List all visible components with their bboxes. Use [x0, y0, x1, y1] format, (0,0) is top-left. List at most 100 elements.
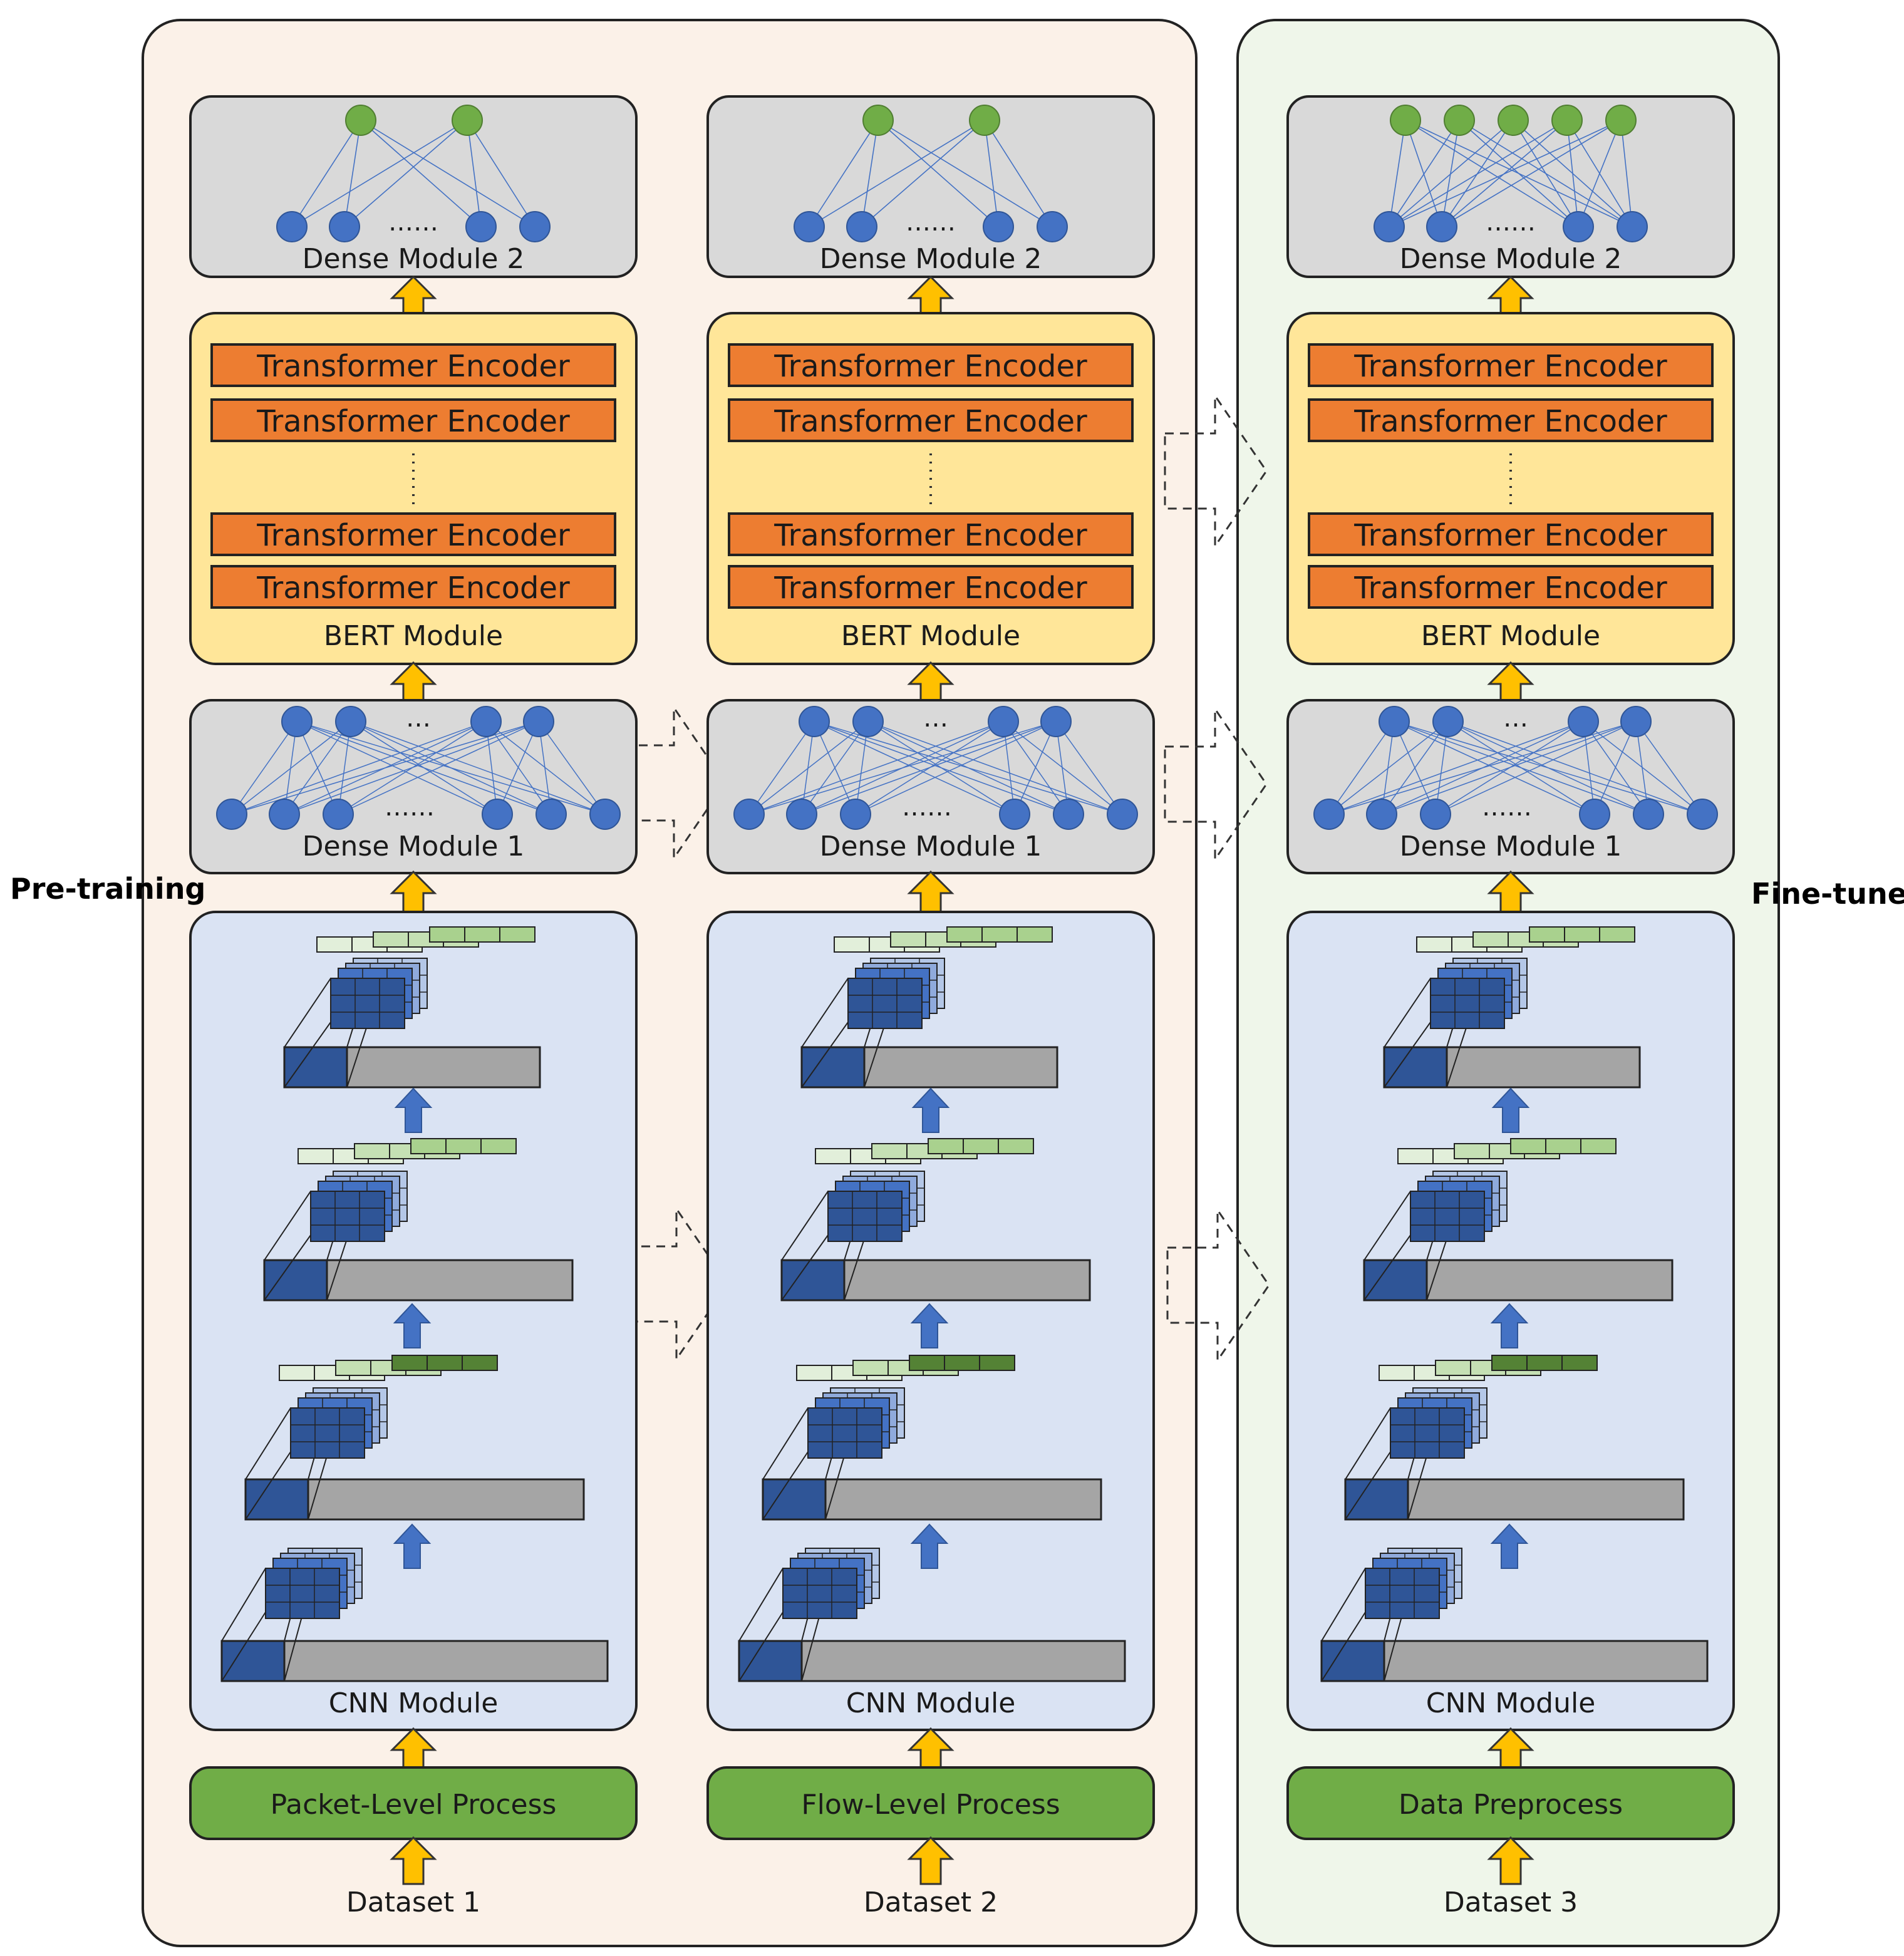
- connection-line: [1566, 120, 1633, 227]
- connection-line: [748, 721, 1004, 815]
- projection-line: [284, 978, 331, 1048]
- connection-line: [861, 120, 879, 227]
- up-arrow-icon: [907, 1836, 955, 1885]
- connection-line: [1513, 120, 1633, 227]
- transformer-encoder-1: Transformer Encoder: [773, 349, 1087, 384]
- cnn-module-label: CNN Module: [329, 1687, 499, 1719]
- transformer-encoder-2: Transformer Encoder: [773, 404, 1087, 439]
- connection-line: [231, 721, 487, 815]
- kernel-block: [800, 1046, 866, 1089]
- hidden-node: [519, 211, 551, 242]
- bert-module-label: BERT Module: [841, 620, 1020, 652]
- feature-strip-cell: [1529, 926, 1565, 943]
- connection-line: [1389, 120, 1406, 227]
- connection-line: [1389, 120, 1568, 227]
- feature-strip-cell: [335, 1360, 371, 1376]
- connection-line: [867, 721, 1123, 815]
- transformer-encoder-box: [728, 343, 1134, 387]
- connection-line: [984, 120, 1053, 227]
- ellipsis-glyph: ……: [385, 793, 435, 822]
- input-node: [999, 799, 1030, 830]
- input-node: [1107, 799, 1138, 830]
- ellipsis-glyph: ……: [1486, 208, 1536, 237]
- dense-module-2-label: Dense Module 2: [1400, 243, 1622, 275]
- projection-line: [326, 1234, 349, 1301]
- transformer-encoder-4: Transformer Encoder: [1353, 571, 1667, 606]
- feature-map-grid: [1365, 1568, 1440, 1619]
- projection-line: [1446, 1022, 1469, 1088]
- feature-map-grid: [330, 978, 405, 1029]
- connection-line: [350, 721, 552, 815]
- hidden-node: [1563, 211, 1594, 242]
- projection-line: [1426, 1234, 1449, 1301]
- transformer-encoder-1: Transformer Encoder: [256, 349, 570, 384]
- ellipsis-glyph: …: [406, 704, 431, 733]
- dense-module-1-label: Dense Module 1: [820, 831, 1042, 862]
- connection-line: [1405, 120, 1633, 227]
- connection-line: [1447, 721, 1703, 815]
- connection-line: [1328, 721, 1449, 815]
- input-node: [269, 799, 300, 830]
- feature-strip-cell: [1454, 1143, 1490, 1159]
- blue-up-arrow-icon: [393, 1303, 432, 1348]
- dense-module-1-label: Dense Module 1: [1400, 831, 1622, 862]
- feature-strip-cell: [1397, 1148, 1434, 1164]
- output-node: [1390, 105, 1421, 136]
- ellipsis-glyph: ……: [906, 208, 956, 237]
- column-dataset-2: ……………Dense Module 2 Transformer Encoder …: [706, 95, 1155, 1918]
- input-node: [1687, 799, 1718, 830]
- connection-line: [984, 120, 999, 227]
- connection-line: [877, 120, 1053, 227]
- connection-line: [360, 120, 482, 227]
- hidden-node: [1432, 706, 1464, 737]
- feature-strip-cell: [909, 1355, 945, 1371]
- hidden-node: [1617, 211, 1648, 242]
- feature-strip-cell: [834, 936, 870, 953]
- ellipsis-glyph: …: [923, 704, 948, 733]
- output-node: [1498, 105, 1529, 136]
- blue-up-arrow-icon: [1490, 1303, 1529, 1348]
- connection-line: [1405, 120, 1579, 227]
- connection-line: [338, 721, 539, 815]
- feature-map-grid: [847, 978, 923, 1029]
- pretraining-label: Pre-training: [10, 872, 205, 906]
- feature-map-grid: [807, 1407, 882, 1459]
- connection-line: [1055, 721, 1123, 815]
- hidden-node: [988, 706, 1019, 737]
- feature-map-grid: [265, 1568, 340, 1619]
- connection-line: [801, 721, 1057, 815]
- hidden-node: [281, 706, 313, 737]
- feature-strip-cell: [1510, 1138, 1546, 1154]
- feature-strip-cell: [928, 1138, 964, 1154]
- hidden-node: [852, 706, 884, 737]
- connection-line: [497, 721, 539, 815]
- feature-map-grid: [827, 1191, 903, 1242]
- feature-strip-cell: [946, 926, 983, 943]
- up-arrow-icon: [1487, 1836, 1534, 1885]
- feature-strip-cell: [1017, 926, 1053, 943]
- transformer-encoder-box: [210, 343, 616, 387]
- connection-line: [284, 721, 539, 815]
- kernel-block: [1320, 1640, 1385, 1682]
- transformer-encoder-box: [728, 398, 1134, 442]
- connection-line: [867, 721, 1015, 815]
- feature-strip-cell: [279, 1365, 315, 1381]
- blue-up-arrow-icon: [911, 1087, 950, 1133]
- connection-line: [1459, 120, 1633, 227]
- blue-up-arrow-icon: [1490, 1523, 1529, 1569]
- projection-line: [738, 1612, 784, 1682]
- projection-line: [221, 1612, 266, 1682]
- hidden-node: [276, 211, 308, 242]
- connection-line: [1441, 120, 1514, 227]
- transfer-arrow-icon: [1166, 1207, 1270, 1364]
- feature-strip-cell: [963, 1138, 999, 1154]
- transformer-encoder-4: Transformer Encoder: [256, 571, 570, 606]
- input-node: [733, 799, 765, 830]
- feature-strip-cell: [464, 926, 500, 943]
- projection-line: [1321, 1612, 1366, 1682]
- projection-line: [1321, 1568, 1366, 1642]
- feature-strip-cell: [1416, 936, 1452, 953]
- feature-strip-cell: [815, 1148, 851, 1164]
- process-label: Data Preprocess: [1399, 1789, 1623, 1821]
- input-node: [536, 799, 567, 830]
